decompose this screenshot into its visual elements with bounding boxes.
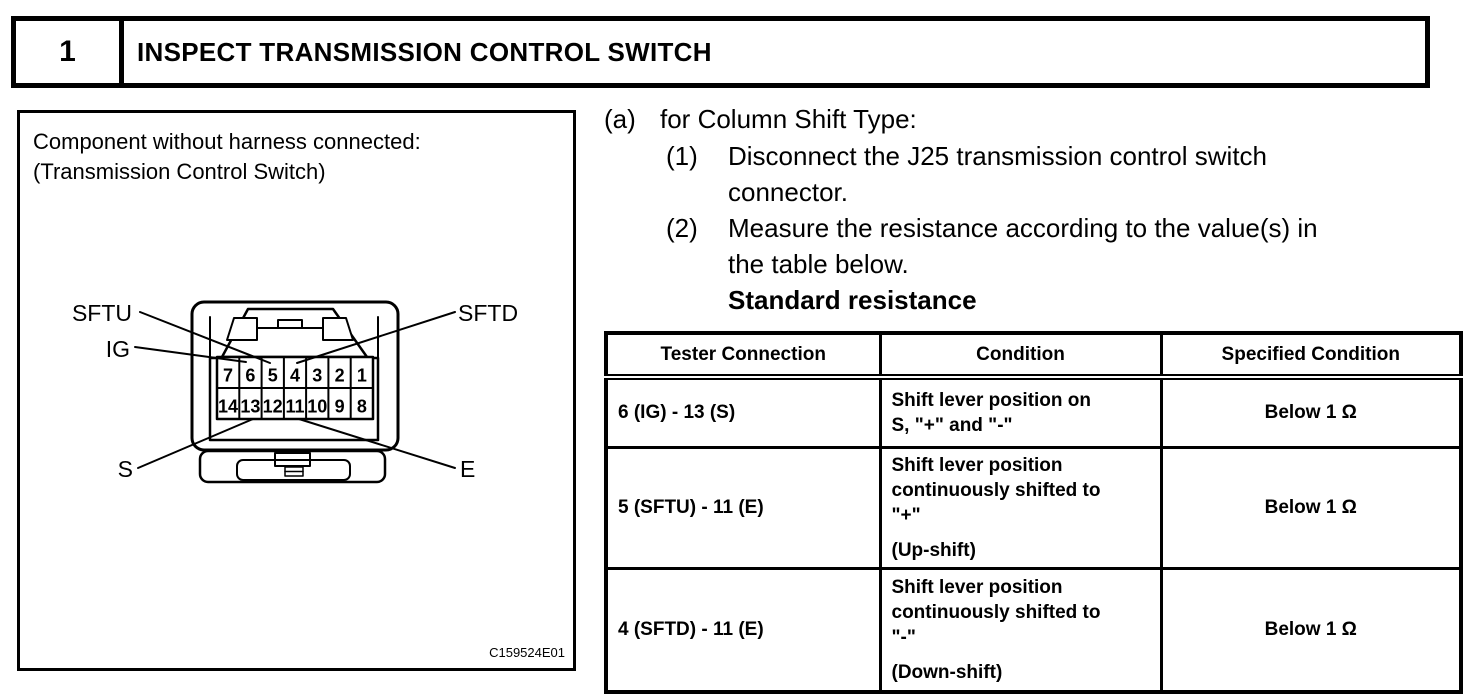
pin-number: 2	[335, 366, 345, 386]
condition-line: continuously shifted to	[891, 601, 1101, 623]
pin-number: 6	[245, 366, 255, 386]
step1-text-line1: Disconnect the J25 transmission control …	[728, 141, 1268, 171]
table-row: 6 (IG) - 13 (S) Shift lever position on …	[604, 375, 1463, 449]
condition-line: "+"	[891, 504, 921, 526]
leader-line-sftd	[296, 311, 456, 364]
figure-caption-line1: Component without harness connected:	[33, 129, 421, 154]
step1-text-line2: connector.	[728, 177, 848, 207]
table-header-row: Tester Connection Condition Specified Co…	[604, 331, 1463, 380]
step-number: 1	[16, 21, 124, 83]
col-header-condition: Condition	[878, 331, 1163, 380]
step2-text-line2: the table below.	[728, 249, 909, 279]
item-a-marker: (a)	[604, 104, 636, 134]
pin-number: 5	[268, 366, 278, 386]
figure-caption: Component without harness connected: (Tr…	[33, 127, 421, 187]
pin-number: 8	[357, 397, 367, 417]
condition-cell: Shift lever position continuously shifte…	[878, 566, 1163, 694]
table-row: 4 (SFTD) - 11 (E) Shift lever position c…	[604, 566, 1463, 694]
step-title: INSPECT TRANSMISSION CONTROL SWITCH	[137, 36, 712, 67]
step2-text-line1: Measure the resistance according to the …	[728, 213, 1318, 243]
standard-resistance-heading: Standard resistance	[728, 285, 977, 315]
pin-numbers: 7 6 5 4 3 2 1 14 13 12 11 10 9 8	[218, 366, 367, 417]
step-header: 1 INSPECT TRANSMISSION CONTROL SWITCH	[11, 16, 1430, 88]
pin-number: 1	[357, 366, 367, 386]
pin-number: 14	[218, 397, 238, 417]
pin-number: 4	[290, 366, 300, 386]
item-a-text: for Column Shift Type:	[660, 104, 917, 134]
col-header-specified-condition: Specified Condition	[1159, 331, 1463, 380]
figure-caption-line2: (Transmission Control Switch)	[33, 159, 326, 184]
pin-number: 3	[312, 366, 322, 386]
resistance-table: Tester Connection Condition Specified Co…	[604, 331, 1463, 694]
condition-line: S, "+" and "-"	[891, 414, 1013, 436]
condition-note: (Up-shift)	[891, 539, 976, 561]
condition-note: (Down-shift)	[891, 661, 1003, 683]
leader-line-e	[298, 418, 456, 469]
condition-line: Shift lever position	[891, 576, 1063, 598]
figure-box: 7 6 5 4 3 2 1 14 13 12 11 10 9 8	[17, 110, 576, 671]
tester-connection-cell: 4 (SFTD) - 11 (E)	[604, 566, 882, 694]
condition-line: continuously shifted to	[891, 479, 1101, 501]
terminal-label-sftd: SFTD	[458, 300, 518, 326]
terminal-label-e: E	[460, 456, 475, 482]
pin-number: 7	[223, 366, 233, 386]
condition-line: Shift lever position on	[891, 389, 1092, 411]
step2-marker: (2)	[666, 213, 698, 243]
pin-number: 11	[285, 397, 304, 417]
tester-connection-cell: 5 (SFTU) - 11 (E)	[604, 445, 882, 570]
pin-grid	[215, 355, 375, 421]
specified-condition-cell: Below 1 Ω	[1159, 566, 1463, 694]
terminal-label-s: S	[118, 456, 133, 482]
condition-line: "-"	[891, 626, 916, 648]
step1-marker: (1)	[666, 141, 698, 171]
condition-cell: Shift lever position on S, "+" and "-"	[878, 375, 1163, 449]
connector-bottom-cover	[198, 449, 387, 484]
figure-code: C159524E01	[489, 645, 565, 660]
pin-number: 9	[335, 397, 345, 417]
table-row: 5 (SFTU) - 11 (E) Shift lever position c…	[604, 445, 1463, 570]
specified-condition-cell: Below 1 Ω	[1159, 375, 1463, 449]
leader-line-sftu	[139, 311, 271, 364]
leader-line-ig	[134, 346, 247, 363]
condition-cell: Shift lever position continuously shifte…	[878, 445, 1163, 570]
col-header-tester-connection: Tester Connection	[604, 331, 882, 380]
leader-lines	[134, 311, 456, 469]
leader-line-s	[137, 418, 254, 469]
specified-condition-cell: Below 1 Ω	[1159, 445, 1463, 570]
tester-connection-cell: 6 (IG) - 13 (S)	[604, 375, 882, 449]
terminal-label-sftu: SFTU	[72, 300, 132, 326]
connector-diagram: 7 6 5 4 3 2 1 14 13 12 11 10 9 8	[72, 300, 518, 484]
pin-number: 12	[263, 397, 283, 417]
pin-number: 13	[240, 397, 260, 417]
condition-line: Shift lever position	[891, 454, 1063, 476]
pin-number: 10	[307, 397, 327, 417]
terminal-label-ig: IG	[106, 336, 130, 362]
